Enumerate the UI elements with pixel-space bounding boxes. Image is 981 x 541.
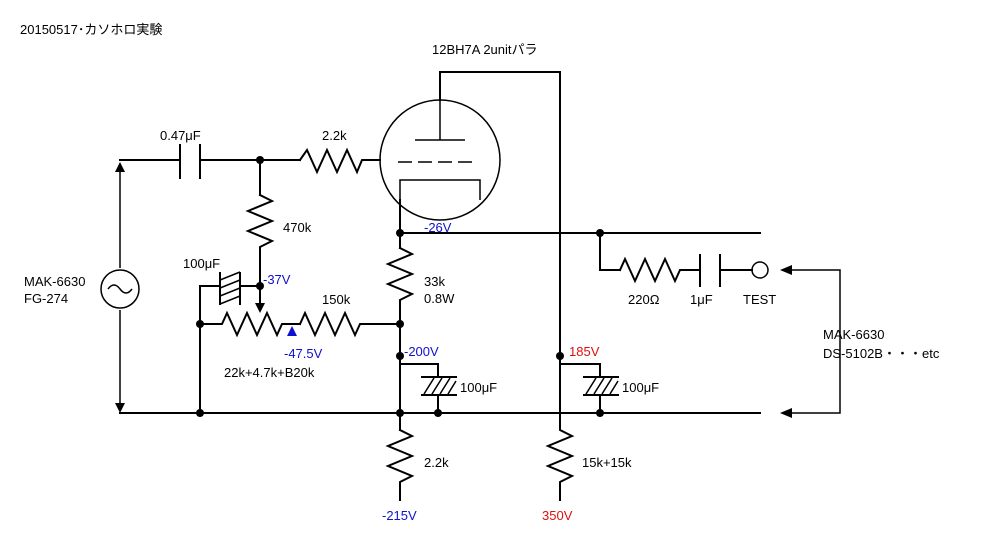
tube-cathode xyxy=(399,179,481,200)
resistor-220-ohm xyxy=(618,256,701,284)
r-15k-label: 15k+15k xyxy=(582,455,632,470)
r-33k-power-label: 0.8W xyxy=(424,291,455,306)
arrow-up-icon xyxy=(115,162,125,172)
right-instrument-line1: MAK-6630 xyxy=(823,327,884,342)
arrow-left-icon xyxy=(780,265,792,275)
voltage-neg-supply: -215V xyxy=(382,508,417,523)
capacitor-100uf-mid xyxy=(421,376,457,396)
capacitor-100uf-left xyxy=(219,271,241,305)
arrow-down-icon xyxy=(115,403,125,413)
vacuum-tube-12bh7a xyxy=(379,99,501,221)
c-1u-label: 1μF xyxy=(690,292,713,307)
resistor-150k xyxy=(298,310,401,338)
resistor-grid-2k2 xyxy=(298,147,381,175)
voltage-pos-node: 185V xyxy=(569,344,600,359)
c-100u-right-label: 100μF xyxy=(622,380,659,395)
resistor-470k xyxy=(245,193,275,287)
resistor-2k2-neg xyxy=(385,428,415,501)
c-100u-left-label: 100μF xyxy=(183,256,220,271)
pot-label: 22k+4.7k+B20k xyxy=(224,365,315,380)
measure-point-icon xyxy=(287,326,297,336)
r-2k2-label: 2.2k xyxy=(424,455,449,470)
ac-source-icon xyxy=(100,269,140,309)
tube-label: 12BH7A 2unitパラ xyxy=(432,42,538,57)
wiper-arrow-icon xyxy=(255,303,265,313)
capacitor-100uf-right xyxy=(583,376,619,396)
test-label: TEST xyxy=(743,292,776,307)
voltage-pos-supply: 350V xyxy=(542,508,573,523)
r-33k-label: 33k xyxy=(424,274,445,289)
test-terminal-icon xyxy=(751,261,769,279)
diagram-title: 20150517･カソホロ実験 xyxy=(20,22,162,37)
plate-supply-wire xyxy=(439,71,561,421)
r-220-label: 220Ω xyxy=(628,292,660,307)
r-150k-label: 150k xyxy=(322,292,351,307)
potentiometer-22k-b20k xyxy=(199,310,301,338)
resistor-15k-15k xyxy=(545,419,575,501)
left-instrument-line1: MAK-6630 xyxy=(24,274,85,289)
left-instrument-line2: FG-274 xyxy=(24,291,68,306)
c-100u-mid-label: 100μF xyxy=(460,380,497,395)
voltage-grid-bias: -37V xyxy=(263,272,291,287)
c-input-label: 0.47μF xyxy=(160,128,201,143)
arrow-left-icon-lower xyxy=(780,408,792,418)
r-grid-label: 2.2k xyxy=(322,128,347,143)
resistor-33k xyxy=(385,246,415,325)
r-470k-label: 470k xyxy=(283,220,312,235)
right-instrument-line2: DS-5102B・・・etc xyxy=(823,346,940,361)
probe-bracket xyxy=(790,269,841,414)
voltage-neg-node: -200V xyxy=(404,344,439,359)
voltage-pot-wiper: -47.5V xyxy=(284,346,323,361)
voltage-cathode: -26V xyxy=(424,220,452,235)
